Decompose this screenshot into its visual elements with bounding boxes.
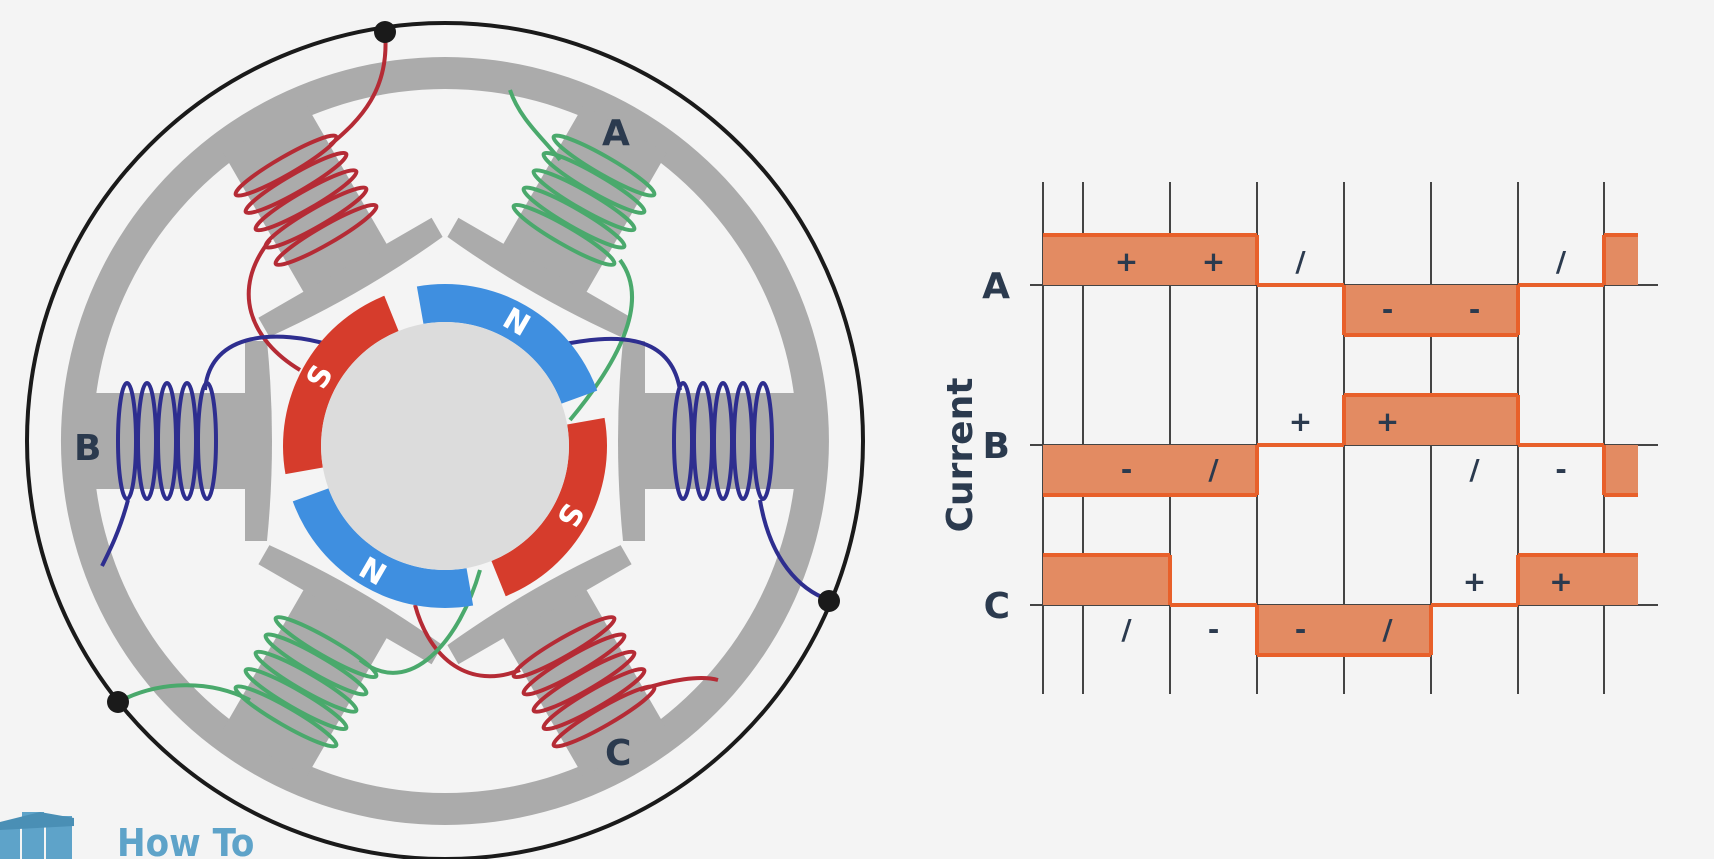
wire-a-bottom — [358, 569, 482, 675]
positive-block — [1083, 555, 1170, 605]
negative-block — [1170, 445, 1257, 495]
negative-block — [1344, 285, 1431, 335]
phase-label-c: C — [605, 733, 631, 774]
segment-label: / — [1295, 245, 1306, 278]
commutation-chart: Current A + + / - - / B - / + + / - C / - - / + + — [940, 182, 1658, 694]
positive-block — [1344, 395, 1431, 445]
segment-label: + — [1289, 405, 1312, 438]
segment-label: - — [1555, 453, 1567, 486]
negative-block — [1043, 445, 1083, 495]
rotor-core — [321, 322, 569, 570]
wire-a-out — [117, 683, 251, 704]
segment-label: + — [1549, 565, 1572, 598]
segment-label: - — [1295, 613, 1307, 646]
wire-c-cross — [246, 238, 302, 372]
logo-text: How To — [117, 821, 254, 859]
wire-b-left — [203, 334, 331, 391]
building-logo-icon — [0, 812, 74, 859]
outer-circuit-ring — [25, 21, 865, 859]
stator-tooth — [447, 105, 667, 337]
terminal-dot-left — [107, 691, 129, 713]
negative-block — [1431, 285, 1518, 335]
segment-label: + — [1115, 245, 1138, 278]
positive-block — [1170, 235, 1257, 285]
rotor-magnet — [491, 417, 607, 597]
stator-tooth — [223, 545, 443, 777]
negative-block — [1083, 445, 1170, 495]
positive-block — [1604, 555, 1638, 605]
stator-tooth — [447, 545, 667, 777]
wire-c-top — [328, 31, 388, 147]
current-row-b: B - / + + / - — [983, 393, 1658, 497]
segment-label: - — [1208, 613, 1220, 646]
rotor-magnet — [416, 284, 598, 404]
segment-label: / — [1121, 613, 1132, 646]
positive-block — [1083, 235, 1170, 285]
wire-b-down — [100, 499, 130, 567]
y-axis-title: Current — [940, 378, 981, 533]
current-row-a: A + + / - - / — [982, 233, 1658, 337]
terminal-dot-right — [818, 590, 840, 612]
row-label: B — [983, 426, 1010, 467]
segment-label: / — [1382, 613, 1393, 646]
segment-label: - — [1469, 293, 1481, 326]
stator-tooth — [85, 341, 272, 541]
negative-block — [1257, 605, 1344, 655]
phase-label-b: B — [74, 428, 101, 469]
segment-label: / — [1469, 453, 1480, 486]
positive-block — [1043, 235, 1083, 285]
wire-b-right — [559, 336, 682, 391]
phase-label-a: A — [602, 113, 630, 154]
row-label: C — [984, 586, 1010, 627]
positive-block — [1043, 555, 1083, 605]
positive-block — [1518, 555, 1604, 605]
wire-a-top — [508, 89, 562, 162]
segment-label: / — [1556, 245, 1567, 278]
current-row-c: C / - - / + + — [984, 553, 1658, 657]
howto-logo: How To — [0, 812, 254, 859]
segment-label: + — [1463, 565, 1486, 598]
segment-label: - — [1382, 293, 1394, 326]
stator-tooth — [223, 105, 443, 337]
wire-a-cross — [568, 258, 634, 422]
segment-label: + — [1202, 245, 1225, 278]
stator-coil — [233, 615, 379, 749]
stator-coil — [116, 381, 218, 501]
terminal-dot-top — [374, 21, 396, 43]
segment-label: - — [1121, 453, 1133, 486]
chart-rows: A + + / - - / B - / + + / - C / - - / + + — [982, 233, 1658, 657]
row-label: A — [982, 266, 1010, 307]
stator-coil — [672, 381, 774, 501]
positive-block — [1431, 395, 1518, 445]
stator-tooth — [618, 341, 805, 541]
stator-teeth — [85, 105, 805, 777]
positive-block — [1604, 235, 1638, 285]
segment-label: / — [1208, 453, 1219, 486]
negative-block — [1604, 445, 1638, 495]
wire-c-out — [639, 676, 719, 692]
wire-c-bottom — [413, 604, 521, 679]
segment-label: + — [1376, 405, 1399, 438]
negative-block — [1344, 605, 1431, 655]
rotor-magnet — [283, 295, 399, 475]
rotor-magnet — [292, 488, 474, 608]
